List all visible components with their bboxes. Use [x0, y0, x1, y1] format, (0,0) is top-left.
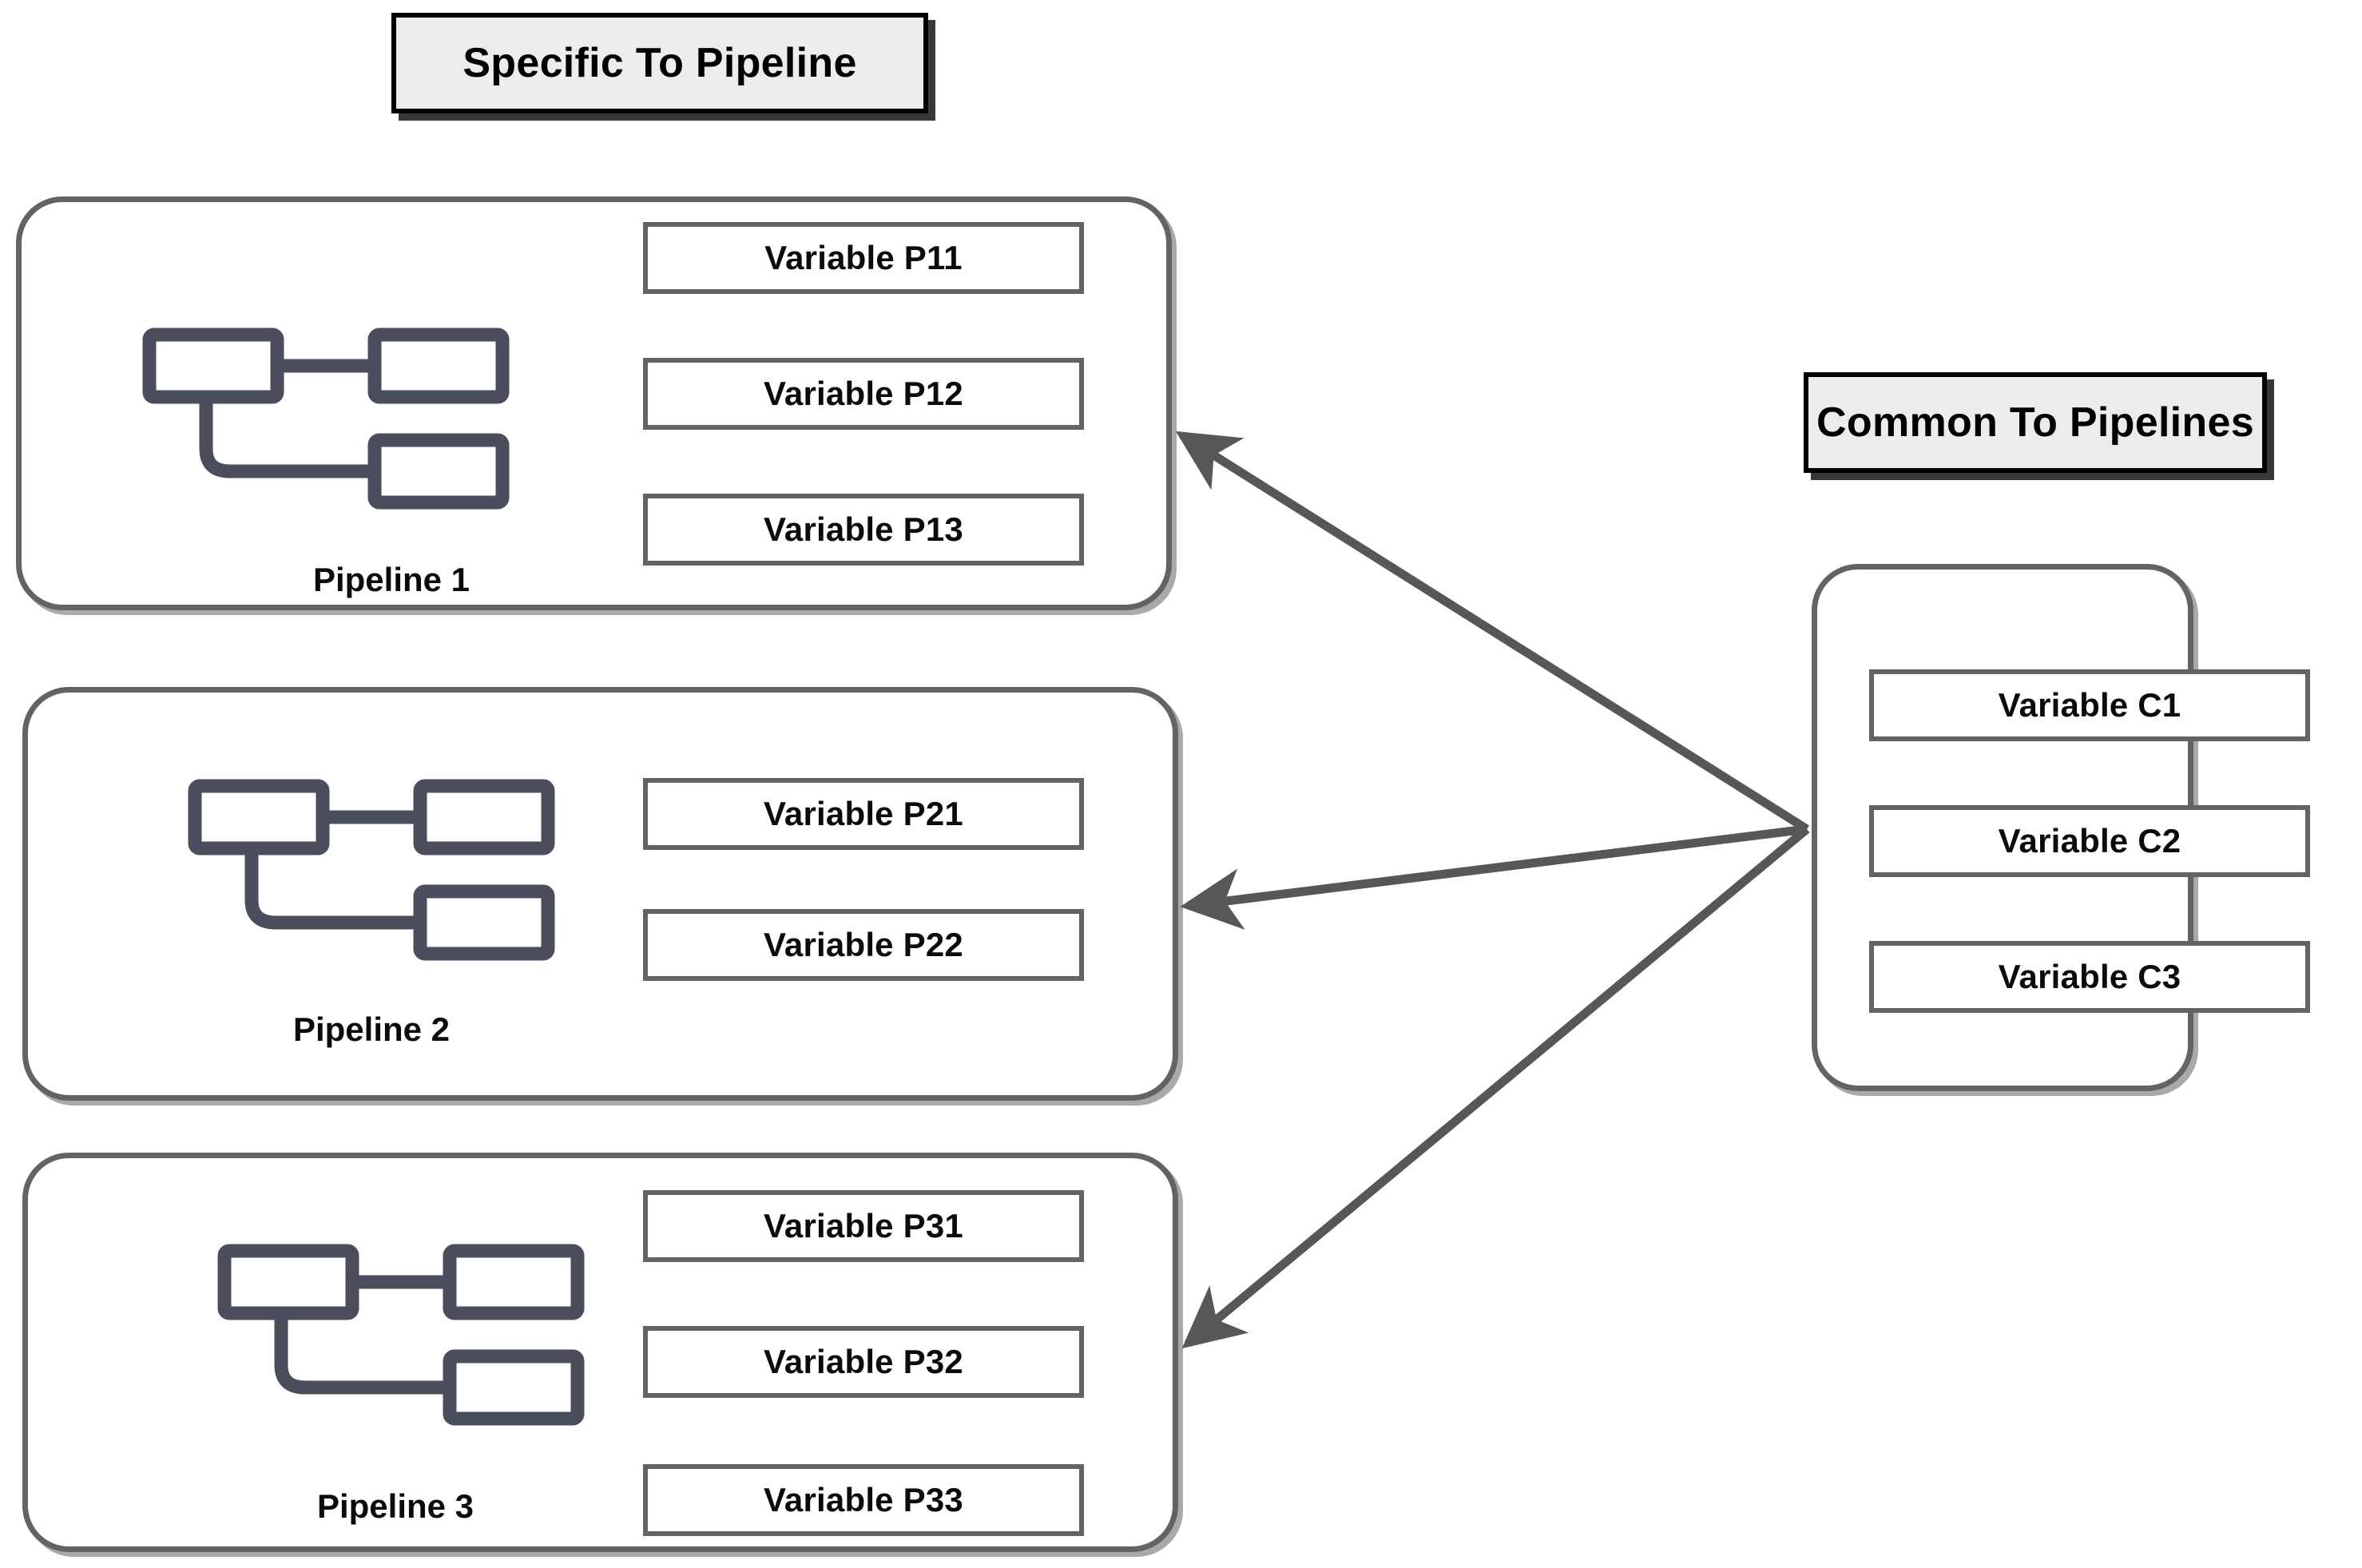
arrow-to-pipeline-2: [1180, 824, 1808, 930]
pipeline-2-label: Pipeline 2: [292, 1010, 451, 1048]
common-to-pipelines-label: Common To Pipelines: [1816, 399, 2254, 446]
variable-label: Variable P11: [764, 239, 963, 276]
variable-label: Variable P33: [764, 1481, 963, 1518]
specific-to-pipeline-caption: Specific To Pipeline: [391, 13, 928, 113]
pipeline-group-2[interactable]: [22, 687, 1178, 1101]
specific-to-pipeline-label: Specific To Pipeline: [462, 40, 857, 86]
pipeline-flow-icon: [188, 779, 555, 963]
arrow-to-pipeline-3: [1181, 825, 1810, 1349]
variable-label: Variable P32: [764, 1343, 963, 1380]
variable-label: Variable C2: [1998, 822, 2181, 859]
variable-box-p33[interactable]: Variable P33: [643, 1464, 1084, 1536]
arrow-to-pipeline-1: [1175, 431, 1809, 833]
variable-label: Variable P22: [764, 926, 963, 963]
pipeline-flow-icon: [142, 327, 510, 511]
pipeline-1-label: Pipeline 1: [312, 561, 470, 598]
variable-box-p12[interactable]: Variable P12: [643, 358, 1084, 430]
common-to-pipelines-caption: Common To Pipelines: [1804, 372, 2267, 473]
variable-label: Variable C3: [1998, 958, 2181, 995]
variable-box-c1[interactable]: Variable C1: [1869, 669, 2310, 741]
pipeline-3-label: Pipeline 3: [316, 1487, 474, 1525]
variable-box-p13[interactable]: Variable P13: [643, 494, 1084, 566]
variable-box-p21[interactable]: Variable P21: [643, 778, 1084, 850]
variable-box-p32[interactable]: Variable P32: [643, 1326, 1084, 1398]
variable-label: Variable P12: [764, 375, 963, 412]
pipeline-flow-icon: [217, 1244, 585, 1427]
variable-label: Variable P21: [764, 795, 963, 832]
variable-box-p22[interactable]: Variable P22: [643, 909, 1084, 981]
variable-label: Variable P13: [764, 510, 963, 548]
variable-box-p11[interactable]: Variable P11: [643, 222, 1084, 294]
variable-box-c3[interactable]: Variable C3: [1869, 941, 2310, 1013]
variable-box-c2[interactable]: Variable C2: [1869, 805, 2310, 877]
variable-label: Variable C1: [1998, 686, 2181, 724]
variable-label: Variable P31: [764, 1207, 963, 1244]
variable-box-p31[interactable]: Variable P31: [643, 1190, 1084, 1262]
